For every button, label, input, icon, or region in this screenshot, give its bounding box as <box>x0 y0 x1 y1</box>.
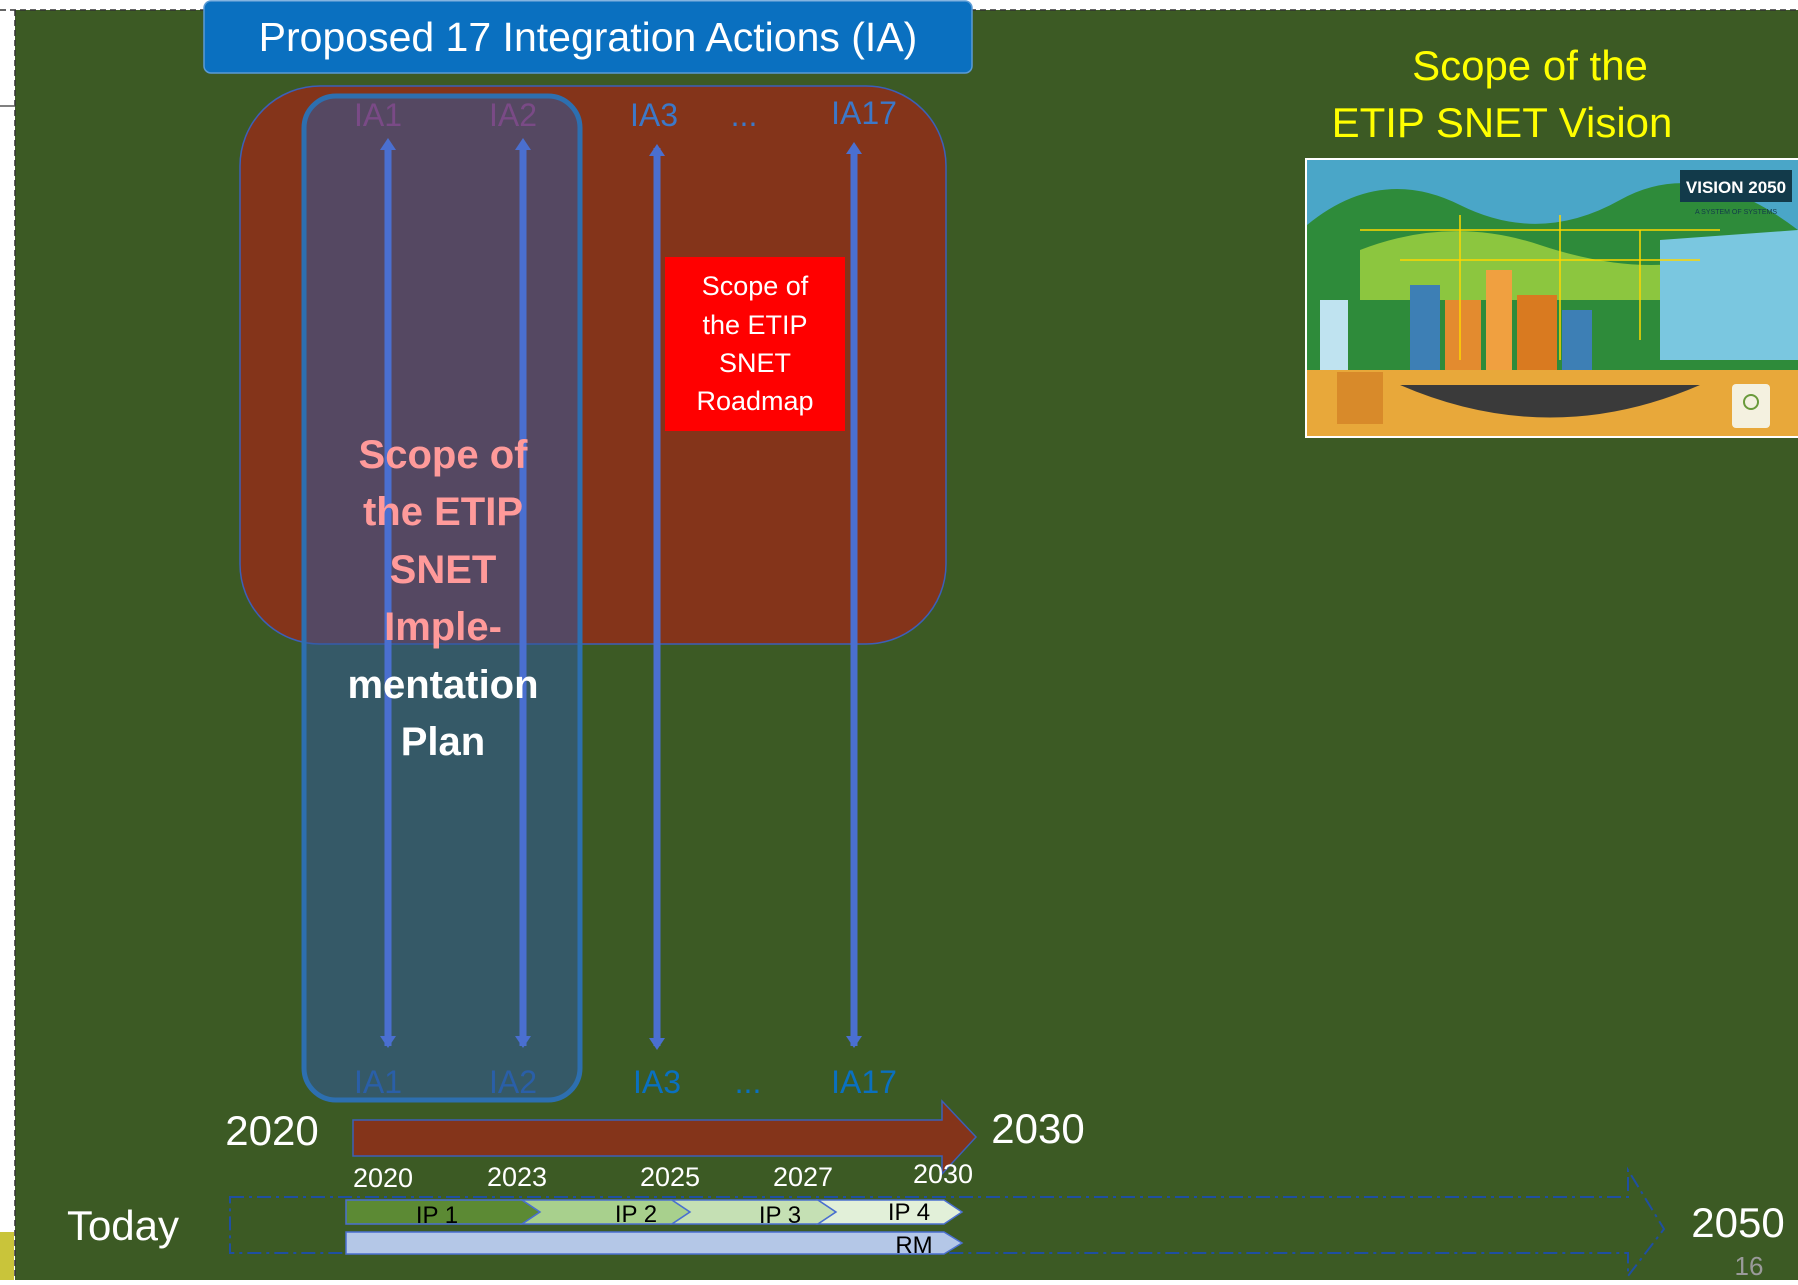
page-title: Proposed 17 Integration Actions (IA) <box>259 14 918 60</box>
roadmap-box-line: the ETIP <box>702 310 807 340</box>
vision-image-grid-lines <box>1360 215 1720 360</box>
vision-image-building <box>1562 310 1592 370</box>
ia-top-label: IA1 <box>354 97 402 133</box>
ia-bottom-labels: IA1 IA2 IA3 ... IA17 <box>354 1064 897 1100</box>
roadmap-box-line: Roadmap <box>696 386 813 416</box>
year-tick-label: 2025 <box>640 1162 700 1192</box>
ia-arrows <box>380 138 862 1050</box>
roadmap-bar-label: RM <box>895 1232 932 1259</box>
phase-chevron-ip2 <box>519 1199 692 1225</box>
ia3-arrow-head-bottom <box>649 1038 665 1050</box>
long-term-arrow <box>229 1166 1666 1279</box>
roadmap-box-line: Scope of <box>702 271 809 301</box>
ia17-arrow-head-top <box>846 142 862 154</box>
vision-2050-image: VISION 2050 A SYSTEM OF SYSTEMS <box>1305 158 1798 438</box>
corner-decoration <box>0 1232 14 1280</box>
page-number: 16 <box>1735 1251 1764 1280</box>
vision-image-building <box>1517 295 1557 370</box>
vision-image-sea <box>1660 230 1798 360</box>
implementation-plan-label: Scope of the ETIP SNET Imple- mentation … <box>347 433 538 764</box>
year-tick-label: 2027 <box>773 1162 833 1192</box>
implementation-phases: IP 1 IP 2 IP 3 IP 4 <box>345 1199 964 1229</box>
ia-top-label: IA3 <box>630 97 678 133</box>
phase-label: IP 3 <box>759 1202 801 1229</box>
vision-image-building <box>1486 270 1512 370</box>
roadmap-box-background <box>665 257 845 431</box>
phase-chevron-ip3 <box>669 1199 838 1225</box>
implementation-plan-region <box>301 93 583 1103</box>
implementation-plan-line: mentation <box>347 663 538 707</box>
vision-image-building <box>1445 300 1481 370</box>
ia-bottom-label: IA2 <box>489 1064 537 1100</box>
vision-image-fields <box>1360 231 1700 300</box>
ia-bottom-label: IA17 <box>831 1064 897 1100</box>
vision-image-legend <box>1337 372 1383 424</box>
ia-bottom-label: IA3 <box>633 1064 681 1100</box>
ia3-arrow-head-top <box>649 144 665 156</box>
roadmap-bar-shape <box>345 1231 964 1255</box>
phase-chevron-ip4 <box>815 1199 964 1225</box>
roadmap-box-line: SNET <box>719 348 791 378</box>
implementation-plan-line: Plan <box>401 720 485 764</box>
range-end-label: 2030 <box>991 1105 1084 1152</box>
year-ticks: 2020 2023 2025 2027 2030 <box>353 1159 973 1193</box>
ia1-arrow-head-bottom <box>380 1036 396 1048</box>
range-start-label: 2020 <box>225 1107 318 1154</box>
etip-snet-logo <box>1732 384 1770 428</box>
etip-snet-logo-mark <box>1743 394 1759 410</box>
roadmap-scope-box: Scope of the ETIP SNET Roadmap <box>665 257 845 431</box>
ia-bottom-label: IA1 <box>354 1064 402 1100</box>
roadmap-bar: RM <box>345 1231 964 1259</box>
range-arrow-shape <box>352 1099 978 1176</box>
vision-image-building <box>1320 300 1348 370</box>
vision-image-tunnel <box>1400 385 1700 418</box>
vision-badge: VISION 2050 <box>1686 178 1786 197</box>
vision-badge-subtitle: A SYSTEM OF SYSTEMS <box>1695 209 1777 216</box>
ia-top-label: ... <box>731 97 758 133</box>
implementation-plan-line: the ETIP <box>363 490 523 534</box>
vision-caption-line1: Scope of the <box>1412 42 1648 89</box>
phase-label: IP 1 <box>416 1202 458 1229</box>
year-tick-label: 2030 <box>913 1159 973 1189</box>
today-label: Today <box>67 1202 179 1249</box>
range-arrow: 2020 2030 <box>225 1099 1085 1176</box>
ia-bottom-label: ... <box>735 1064 762 1100</box>
ia17-arrow-head-bottom <box>846 1036 862 1048</box>
year-tick-label: 2023 <box>487 1162 547 1192</box>
phase-label: IP 2 <box>615 1201 657 1228</box>
implementation-plan-line: Imple- <box>384 605 502 649</box>
implementation-plan-line: Scope of <box>359 433 529 477</box>
far-future-label: 2050 <box>1691 1199 1784 1246</box>
ia2-arrow-head-bottom <box>515 1036 531 1048</box>
title-bar: Proposed 17 Integration Actions (IA) <box>203 0 973 74</box>
vision-image-building <box>1410 285 1440 370</box>
ia2-arrow-head-top <box>515 138 531 150</box>
phase-label: IP 4 <box>888 1199 930 1226</box>
ia-top-label: IA17 <box>831 95 897 131</box>
vision-caption: Scope of the ETIP SNET Vision <box>1332 42 1673 146</box>
vision-badge-background <box>1680 170 1792 202</box>
ia-top-label: IA2 <box>489 97 537 133</box>
ia-top-labels: IA1 IA2 IA3 ... IA17 <box>354 95 897 133</box>
ia1-arrow-head-top <box>380 138 396 150</box>
vision-caption-line2: ETIP SNET Vision <box>1332 99 1673 146</box>
year-tick-label: 2020 <box>353 1163 413 1193</box>
implementation-plan-line: SNET <box>390 548 497 592</box>
